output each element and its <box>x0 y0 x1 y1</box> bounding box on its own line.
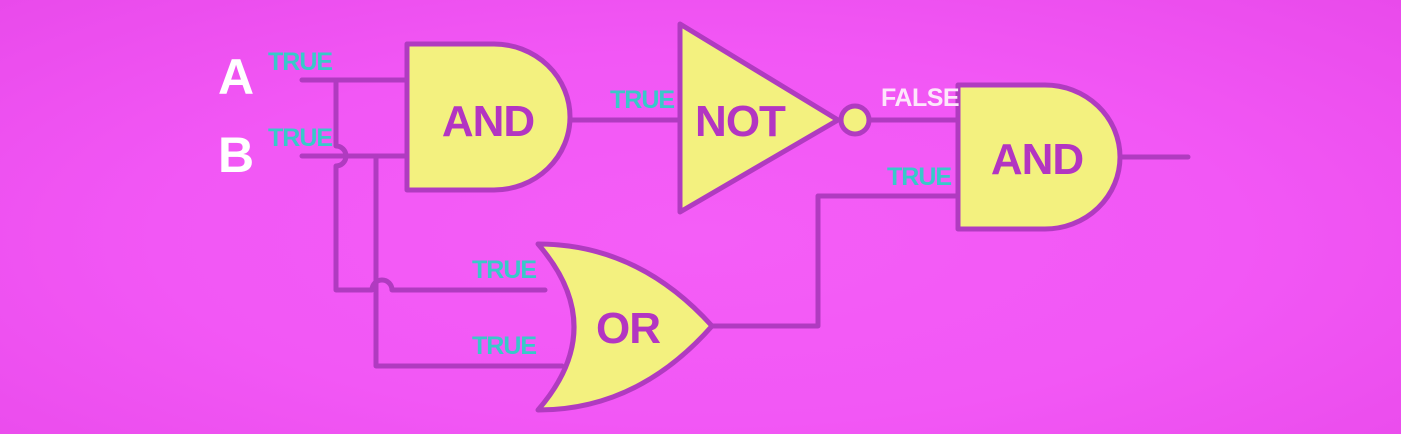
value-a-in: TRUE <box>268 48 332 76</box>
or-gate: OR <box>535 241 715 413</box>
and-gate-2: AND <box>955 82 1123 232</box>
not-gate-label: NOT <box>695 97 786 146</box>
wires <box>299 77 1191 369</box>
input-b-label: B <box>218 127 254 183</box>
value-not-out: FALSE <box>881 84 959 112</box>
value-b-in: TRUE <box>268 124 332 152</box>
value-or-in-top: TRUE <box>472 256 536 284</box>
wire-or-to-and2 <box>709 193 963 329</box>
value-or-in-bottom: TRUE <box>472 332 536 360</box>
and-gate-2-label: AND <box>991 135 1083 184</box>
not-gate-bubble <box>838 103 872 137</box>
wire-b-to-or <box>373 153 565 369</box>
wire-a-to-or <box>333 77 548 293</box>
and-gate-1-label: AND <box>442 97 534 146</box>
input-a-label: A <box>218 49 254 105</box>
value-and1-out: TRUE <box>610 86 674 114</box>
or-gate-label: OR <box>596 304 660 353</box>
value-or-out: TRUE <box>887 163 951 191</box>
and-gate-1: AND <box>404 41 573 193</box>
not-gate: NOT <box>677 21 872 215</box>
